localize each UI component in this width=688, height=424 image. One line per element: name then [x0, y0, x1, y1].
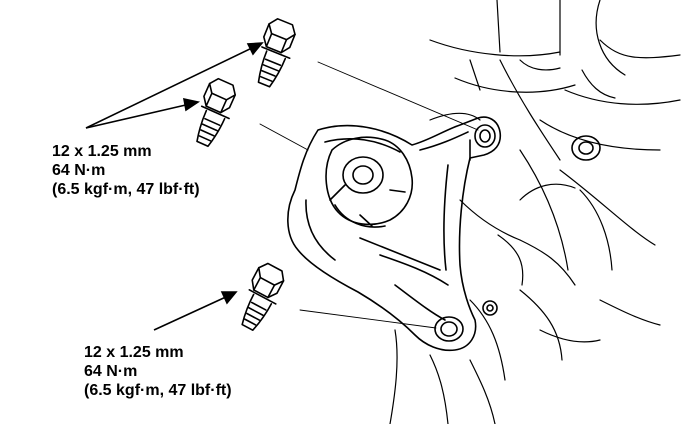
bracket-upper-hole: [474, 124, 496, 148]
torque-callout-top: 12 x 1.25 mm 64 N·m (6.5 kgf·m, 47 lbf·f…: [52, 142, 200, 199]
torque-alt-label: (6.5 kgf·m, 47 lbf·ft): [52, 181, 200, 198]
bolt-middle: [196, 77, 237, 148]
torque-nm-label: 64 N·m: [84, 363, 138, 380]
bolt-size-label: 12 x 1.25 mm: [84, 344, 184, 361]
callout-arrows: [85, 42, 264, 331]
torque-nm-label: 64 N·m: [52, 162, 106, 179]
bolt-top: [257, 18, 296, 88]
frame-boss-lower-right: [482, 300, 498, 316]
bracket-lower-hole: [434, 316, 464, 342]
bolt-alignment-lines: [259, 61, 479, 329]
engine-block-lines: [389, 0, 681, 424]
torque-alt-label: (6.5 kgf·m, 47 lbf·ft): [84, 382, 232, 399]
bolt-bottom: [241, 262, 285, 331]
rubber-mount-block: [325, 136, 414, 228]
mount-bracket-arm: [287, 116, 502, 352]
bolt-size-label: 12 x 1.25 mm: [52, 143, 152, 160]
torque-callout-bottom: 12 x 1.25 mm 64 N·m (6.5 kgf·m, 47 lbf·f…: [84, 343, 232, 400]
engine-boss-upper-right: [571, 135, 601, 161]
